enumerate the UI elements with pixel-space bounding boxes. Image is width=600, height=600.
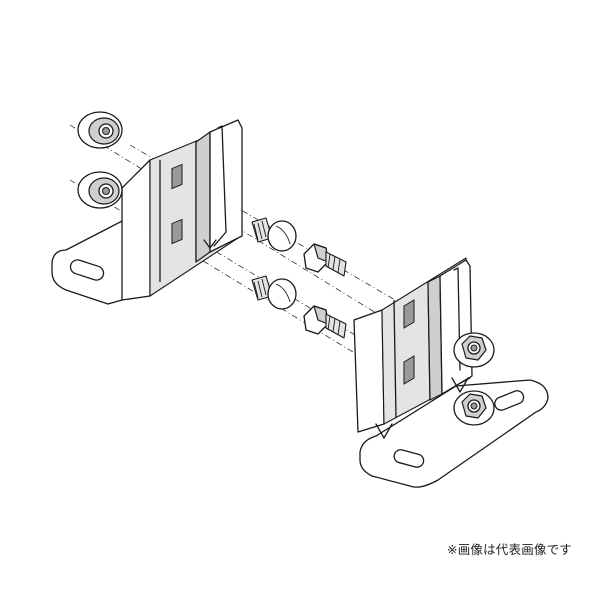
left-bracket-slot <box>69 259 105 281</box>
hex-bolt-lower <box>303 305 347 339</box>
right-bracket-slot-front <box>393 449 425 468</box>
left-bracket-slot-upper <box>171 163 183 190</box>
right-bracket-slot-back <box>494 390 525 411</box>
left-flange-nut-upper <box>77 111 123 149</box>
left-bracket <box>51 119 243 305</box>
carriage-bolt-upper <box>251 217 297 252</box>
right-bracket-slot-lower <box>403 355 415 385</box>
right-flange-nut-upper <box>453 332 495 368</box>
right-flange-nut-lower <box>453 390 495 426</box>
hex-bolt-upper <box>303 243 347 277</box>
left-bracket-slot-lower <box>171 218 183 245</box>
carriage-bolt-lower <box>251 275 297 310</box>
right-bracket <box>353 257 549 488</box>
right-bracket-slot-upper <box>403 299 415 329</box>
left-flange-nut-lower <box>77 171 123 209</box>
representative-image-caption: ※画像は代表画像です <box>447 542 572 557</box>
